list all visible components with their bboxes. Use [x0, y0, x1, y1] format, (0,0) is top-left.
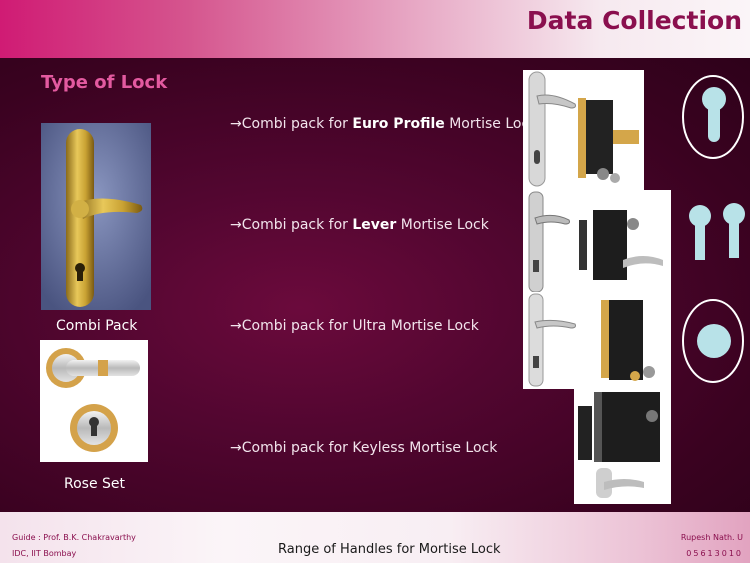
- lever-product-image: [523, 190, 671, 295]
- header-band: [0, 0, 750, 58]
- page-title: Data Collection: [526, 6, 742, 35]
- bullet-text: Combi pack for Keyless Mortise Lock: [241, 440, 498, 456]
- combi-pack-image: [41, 123, 151, 310]
- bullet-lever: →Combi pack for Lever Mortise Lock: [230, 217, 489, 233]
- bullet-suffix: Mortise Lock: [444, 116, 538, 132]
- footer-guide: Guide : Prof. B.K. Chakravarthy: [12, 533, 136, 542]
- bullet-bold: Lever: [352, 217, 397, 233]
- round-keyhole-icon: [681, 298, 745, 384]
- bullet-keyless: →Combi pack for Keyless Mortise Lock: [230, 440, 497, 456]
- footer-band: [0, 512, 750, 563]
- section-title: Type of Lock: [41, 72, 168, 93]
- arrow-icon: →: [230, 318, 242, 334]
- bullet-text: Combi pack for: [241, 116, 353, 132]
- footer-title: Range of Handles for Mortise Lock: [278, 542, 501, 557]
- bullet-text: Combi pack for Ultra Mortise Lock: [241, 318, 479, 334]
- footer-author: Rupesh Nath. U: [680, 533, 743, 542]
- bullet-bold: Euro Profile: [352, 116, 445, 132]
- keyhole-icon: [681, 74, 745, 160]
- euro-profile-product-image: [523, 70, 644, 190]
- handle-illustration: [41, 123, 151, 310]
- combi-pack-caption: Combi Pack: [56, 318, 138, 334]
- arrow-icon: →: [230, 217, 242, 233]
- keyless-illustration: [578, 392, 660, 498]
- rose-set-image: [40, 340, 148, 462]
- bullet-text: Combi pack for: [241, 217, 353, 233]
- ultra-product-image: [523, 292, 671, 389]
- lever-illustration: [528, 191, 663, 293]
- keyless-product-image: [574, 386, 671, 504]
- bullet-suffix: Mortise Lock: [396, 217, 489, 233]
- ultra-illustration: [528, 293, 655, 387]
- double-keyhole-icon: [684, 198, 750, 264]
- rose-set-caption: Rose Set: [64, 476, 126, 492]
- bullet-ultra: →Combi pack for Ultra Mortise Lock: [230, 318, 479, 334]
- bullet-euro-profile: →Combi pack for Euro Profile Mortise Loc…: [230, 116, 537, 132]
- arrow-icon: →: [230, 116, 242, 132]
- arrow-icon: →: [230, 440, 242, 456]
- rose-set-illustration: [46, 348, 140, 452]
- euro-profile-illustration: [528, 71, 639, 187]
- footer-institute: IDC, IIT Bombay: [12, 549, 77, 558]
- footer-roll: 05613010: [686, 549, 743, 558]
